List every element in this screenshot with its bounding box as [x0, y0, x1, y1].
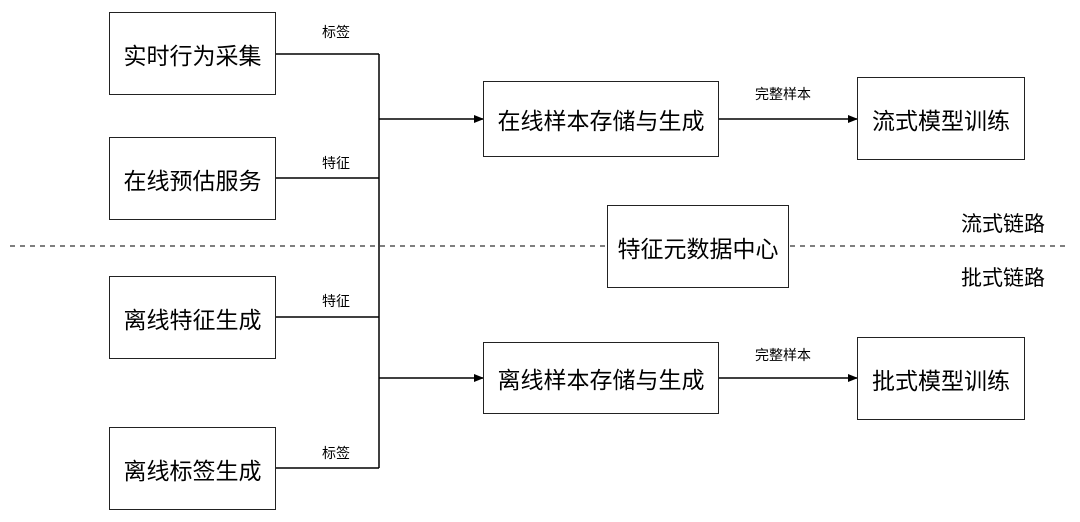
- box-offline-sample-storage-text: 离线样本存储与生成: [497, 368, 705, 394]
- label-realtime-edge: 标签: [322, 25, 350, 41]
- box-stream-training: 流式模型训练: [857, 77, 1025, 160]
- label-online-complete-edge: 完整样本: [755, 87, 811, 103]
- label-offline-feature-edge: 特征: [322, 294, 350, 310]
- box-batch-training: 批式模型训练: [857, 337, 1025, 420]
- label-offline-complete-edge: 完整样本: [755, 348, 811, 364]
- label-stream-pipeline: 流式链路: [961, 212, 1045, 236]
- box-feature-metadata-center-text: 特征元数据中心: [617, 236, 779, 263]
- label-online-serving-edge: 特征: [322, 156, 350, 172]
- label-offline-label-edge: 标签: [322, 446, 350, 462]
- box-offline-label: 离线标签生成: [109, 427, 276, 510]
- box-realtime-collection-text: 实时行为采集: [123, 43, 262, 70]
- box-offline-feature-text: 离线特征生成: [123, 307, 262, 334]
- box-offline-feature: 离线特征生成: [109, 276, 276, 359]
- box-online-sample-storage: 在线样本存储与生成: [483, 81, 719, 157]
- box-realtime-collection: 实时行为采集: [109, 12, 276, 95]
- box-batch-training-text: 批式模型训练: [872, 368, 1010, 395]
- box-offline-label-text: 离线标签生成: [123, 458, 262, 485]
- box-stream-training-text: 流式模型训练: [872, 108, 1010, 135]
- box-offline-sample-storage: 离线样本存储与生成: [483, 342, 719, 414]
- box-online-serving: 在线预估服务: [109, 137, 276, 220]
- box-feature-metadata-center: 特征元数据中心: [607, 205, 789, 288]
- box-online-sample-storage-text: 在线样本存储与生成: [497, 109, 705, 135]
- box-online-serving-text: 在线预估服务: [123, 168, 262, 195]
- label-batch-pipeline: 批式链路: [961, 266, 1045, 290]
